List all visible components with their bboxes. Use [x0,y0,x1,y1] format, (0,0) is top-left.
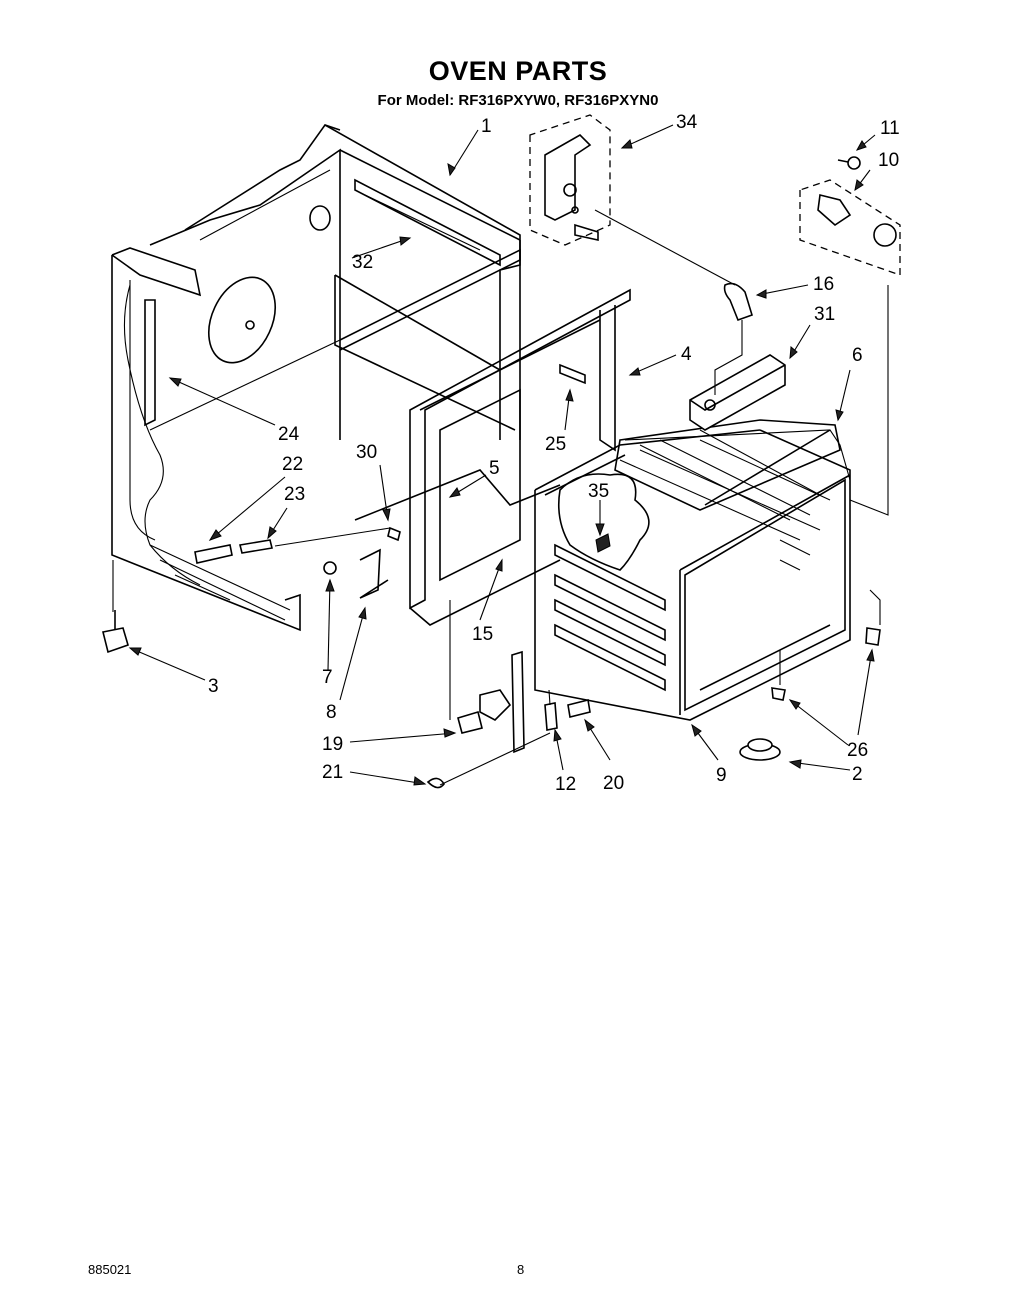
callout-9: 9 [716,765,727,786]
flue-cover [689,354,786,431]
callout-6: 6 [852,345,863,366]
callout-35: 35 [588,481,609,502]
callout-7: 7 [322,667,333,688]
callout-15: 15 [472,624,493,645]
callout-21: 21 [322,762,343,783]
oven-front-frame [354,288,631,626]
small-parts [102,282,881,789]
callout-12: 12 [555,774,576,795]
callout-labels: 1 2 3 4 5 6 7 8 9 10 11 12 15 16 19 20 2… [208,112,900,795]
callout-30: 30 [356,442,377,463]
callout-4: 4 [681,344,692,365]
oven-cavity [534,429,851,721]
igniter-assembly [529,114,611,246]
callout-31: 31 [814,304,835,325]
callout-26: 26 [847,740,868,761]
leader-lines [112,209,889,685]
callout-32: 32 [352,252,373,273]
oven-rack [614,419,841,521]
callout-arrows [128,124,876,786]
model-subtitle: For Model: RF316PXYW0, RF316PXYN0 [377,92,659,109]
callout-8: 8 [326,702,337,723]
oven-light-assembly [799,156,901,276]
callout-19: 19 [322,734,343,755]
callout-11: 11 [880,118,900,139]
callout-25: 25 [545,434,566,455]
callout-24: 24 [278,424,300,445]
callout-5: 5 [489,458,500,479]
callout-34: 34 [676,112,698,133]
page-title: OVEN PARTS [428,56,608,86]
callout-1: 1 [481,116,492,137]
callout-22: 22 [282,454,303,475]
callout-3: 3 [208,676,219,697]
document-number: 885021 [88,1262,132,1277]
callout-20: 20 [603,773,624,794]
oven-frame-top [324,124,521,440]
callout-23: 23 [284,484,305,505]
callout-2: 2 [852,764,863,785]
cabinet-side-panel [111,124,341,632]
callout-16: 16 [813,274,834,295]
callout-10: 10 [878,150,899,171]
page-number: 8 [517,1262,525,1277]
